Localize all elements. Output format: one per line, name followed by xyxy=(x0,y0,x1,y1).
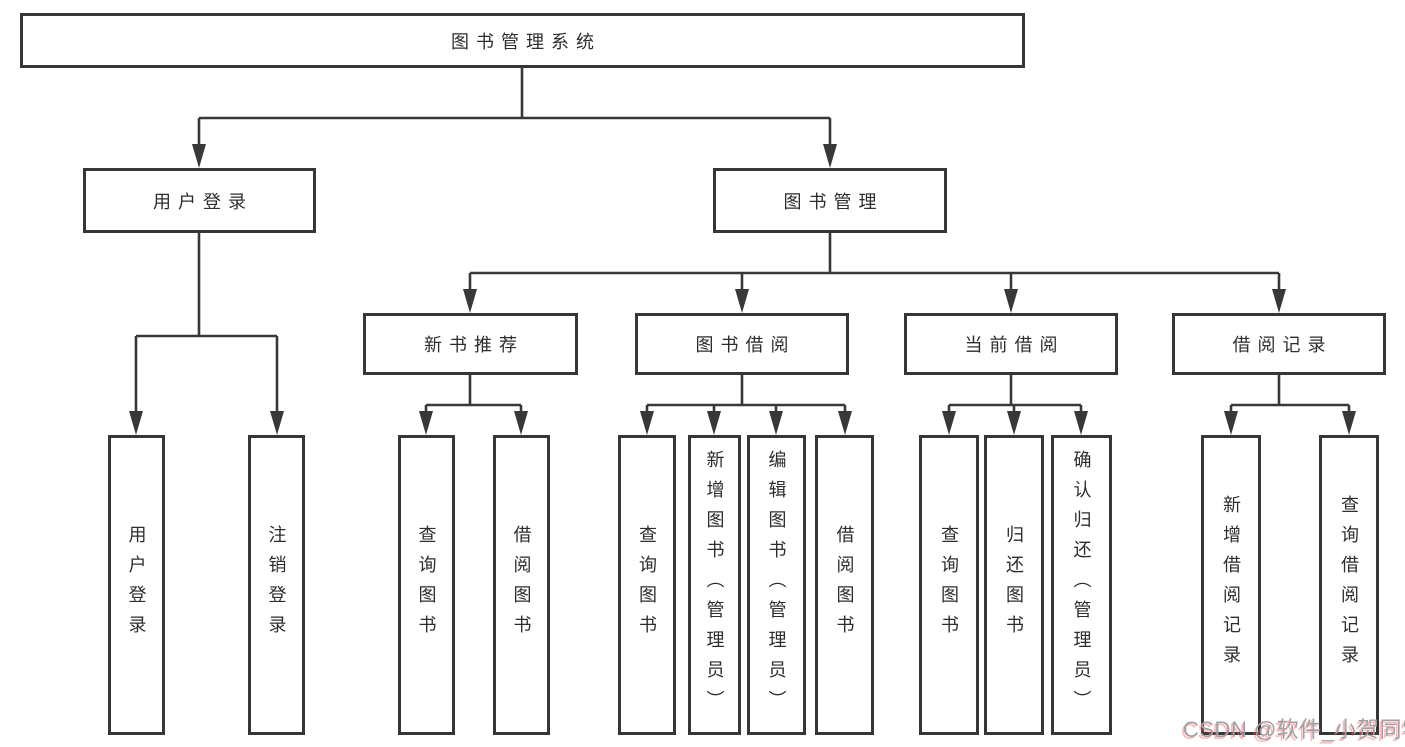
node-label-current-borrow: 当前借阅 xyxy=(964,335,1065,355)
connector-root-to-level2 xyxy=(192,68,837,168)
leaf-label: 查询图书 xyxy=(416,525,437,645)
connector-user-login-children xyxy=(129,233,284,435)
diagram-leaf-user-login: 用户登录 xyxy=(108,435,165,735)
diagram-leaf-edit-books-admin: 编辑图书（管理员） xyxy=(747,435,806,735)
node-label-book-management: 图书管理 xyxy=(783,191,884,212)
leaf-label: 查询图书 xyxy=(939,525,959,645)
diagram-leaf-borrow-books: 借阅图书 xyxy=(815,435,874,735)
leaf-label: 新增借阅记录 xyxy=(1221,495,1241,675)
csdn-watermark: CSDN @软件_小贺同学 xyxy=(1183,717,1405,742)
diagram-node-current-borrow: 当前借阅 xyxy=(904,313,1118,375)
node-label-root: 图书管理系统 xyxy=(451,31,601,52)
diagram-node-book-management: 图书管理 xyxy=(713,168,947,233)
node-label-new-book-recommend: 新书推荐 xyxy=(424,335,524,355)
node-label-book-borrow: 图书借阅 xyxy=(695,335,796,355)
leaf-label: 归还图书 xyxy=(1004,525,1024,645)
diagram-leaf-query-books-recommend: 查询图书 xyxy=(398,435,455,735)
diagram-node-new-book-recommend: 新书推荐 xyxy=(363,313,578,375)
diagram-leaf-query-books-borrow: 查询图书 xyxy=(618,435,676,735)
leaf-label: 借阅图书 xyxy=(511,525,532,645)
diagram-leaf-query-books-current: 查询图书 xyxy=(919,435,979,735)
diagram-leaf-borrow-books-recommend: 借阅图书 xyxy=(493,435,550,735)
connector-level3-children xyxy=(419,375,1356,435)
connector-book-mgmt-to-level3 xyxy=(463,233,1286,313)
diagram-leaf-add-books-admin: 新增图书（管理员） xyxy=(688,435,741,735)
diagram-leaf-return-books: 归还图书 xyxy=(984,435,1044,735)
leaf-label: 借阅图书 xyxy=(834,525,855,645)
leaf-label: 新增图书（管理员） xyxy=(704,450,725,720)
diagram-leaf-add-borrow-record: 新增借阅记录 xyxy=(1201,435,1261,735)
node-label-user-login: 用户登录 xyxy=(153,191,253,212)
diagram-leaf-query-borrow-record: 查询借阅记录 xyxy=(1319,435,1379,735)
leaf-label: 查询借阅记录 xyxy=(1339,495,1359,675)
node-label-borrow-records: 借阅记录 xyxy=(1232,335,1333,355)
diagram-leaf-confirm-return-admin: 确认归还（管理员） xyxy=(1051,435,1112,735)
diagram-node-borrow-records: 借阅记录 xyxy=(1172,313,1386,375)
leaf-label: 确认归还（管理员） xyxy=(1071,450,1092,720)
diagram-node-user-login: 用户登录 xyxy=(83,168,316,233)
leaf-label: 注销登录 xyxy=(266,525,287,645)
diagram-node-root: 图书管理系统 xyxy=(20,13,1025,68)
leaf-label: 查询图书 xyxy=(637,525,657,645)
leaf-label: 编辑图书（管理员） xyxy=(766,450,787,720)
diagram-leaf-logout: 注销登录 xyxy=(248,435,305,735)
diagram-node-book-borrow: 图书借阅 xyxy=(635,313,849,375)
leaf-label: 用户登录 xyxy=(126,525,147,645)
